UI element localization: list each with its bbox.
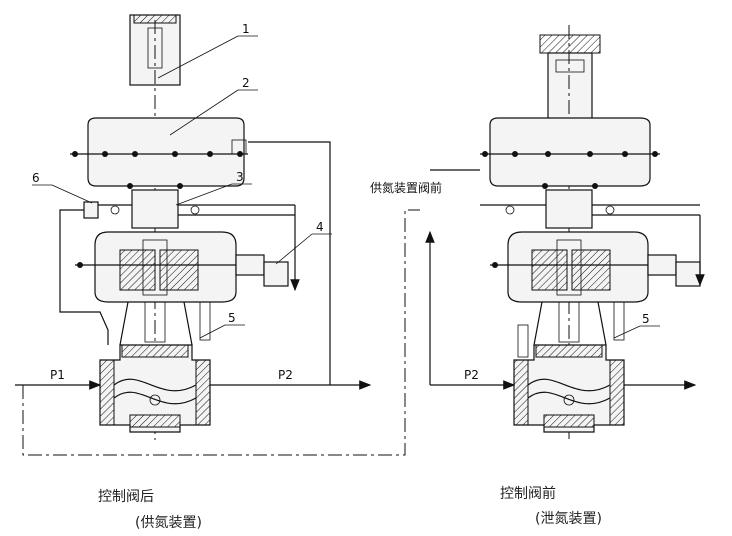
left-impulse-pipe — [59, 209, 109, 345]
left-box-4 — [263, 261, 289, 287]
caption-left-line1: 控制阀后 — [98, 489, 154, 505]
left-fitting-6 — [83, 201, 99, 219]
right-valve-assembly — [425, 25, 705, 440]
callout-leaders — [32, 35, 660, 339]
callout-5-right: 5 — [642, 312, 650, 326]
callout-6: 6 — [32, 171, 40, 185]
feedback-line — [22, 209, 420, 456]
callout-5: 5 — [228, 311, 236, 325]
annotation-nitrogen-inlet: 供氮装置阀前 — [370, 180, 442, 195]
left-diaphragm-housing — [87, 117, 245, 187]
callout-4: 4 — [316, 220, 324, 234]
caption-right-line2: (泄氮装置) — [535, 511, 602, 527]
label-p2-left: P2 — [278, 368, 293, 382]
right-actuator-cylinder — [547, 52, 593, 124]
right-side-box — [675, 261, 701, 287]
caption-left-line2: (供氮装置) — [135, 515, 202, 531]
right-neck-block — [545, 189, 593, 229]
caption-right-line1: 控制阀前 — [500, 486, 556, 502]
callout-1: 1 — [242, 22, 250, 36]
left-sense-line — [248, 141, 331, 385]
callout-3: 3 — [236, 170, 244, 184]
right-actuator-cap — [539, 34, 601, 54]
right-diaphragm-housing — [489, 117, 651, 187]
left-neck-block — [131, 189, 179, 229]
label-p1: P1 — [50, 368, 65, 382]
callout-2: 2 — [242, 76, 250, 90]
label-p2-right: P2 — [464, 368, 479, 382]
left-valve-assembly — [15, 14, 420, 456]
